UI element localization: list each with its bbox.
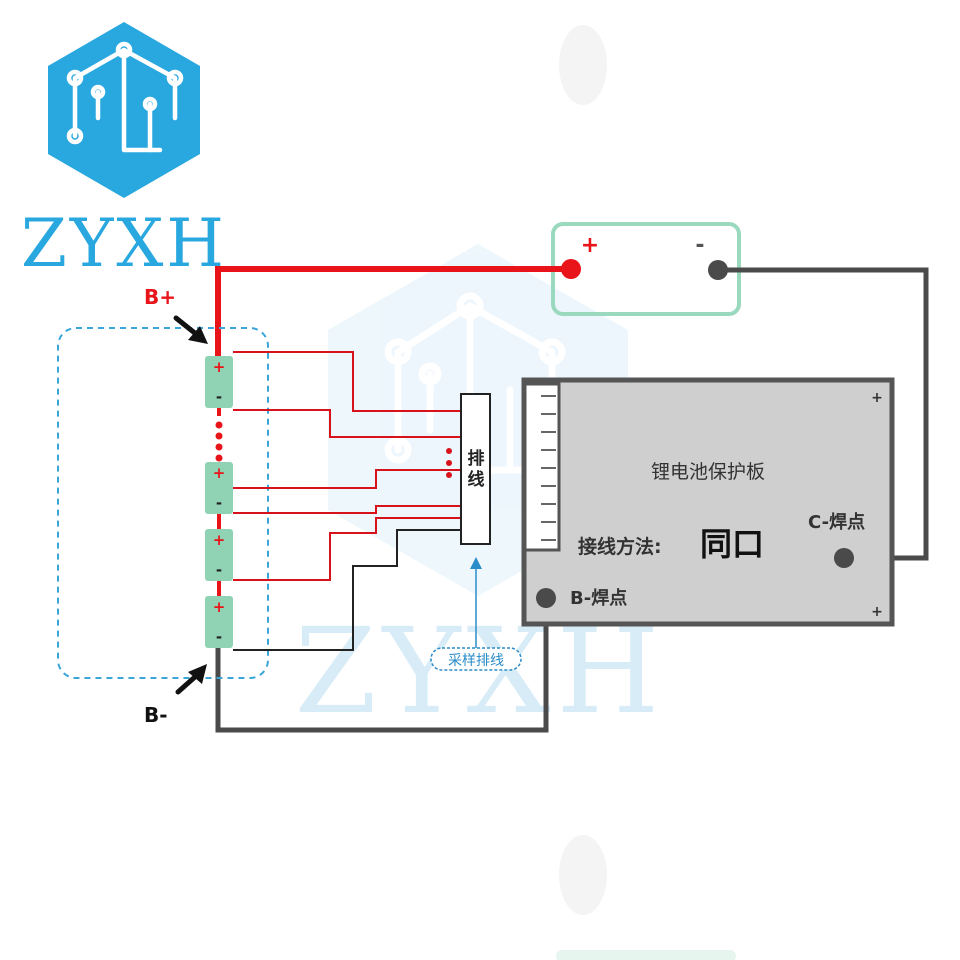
svg-text:-: - <box>216 388 222 406</box>
sense-wires <box>233 351 461 651</box>
cell-ellipsis-dots <box>215 421 223 462</box>
b-minus-wire <box>215 598 549 733</box>
b-plus-label: B+ <box>144 285 176 309</box>
board-screw-bottom: + <box>871 604 883 620</box>
svg-text:+: + <box>213 464 226 482</box>
connector-label-1: 排 <box>468 448 485 469</box>
svg-text:-: - <box>216 628 222 646</box>
b-minus-label: B- <box>144 703 168 727</box>
board-title: 锂电池保护板 <box>651 461 765 483</box>
decor-strip <box>556 950 736 960</box>
svg-text:-: - <box>216 561 222 579</box>
b-plus-arrow <box>173 315 208 344</box>
c-minus-pad <box>834 548 854 568</box>
decor-blob <box>559 25 607 105</box>
b-minus-pad <box>536 588 556 608</box>
svg-text:+: + <box>213 358 226 376</box>
battery-cell: + - <box>205 529 233 581</box>
battery-pack-outline <box>57 327 269 679</box>
battery-cell: + - <box>205 596 233 648</box>
load-negative-terminal <box>708 260 728 280</box>
svg-text:+: + <box>213 531 226 549</box>
sense-ellipsis-dots <box>446 448 452 478</box>
svg-text:+: + <box>213 598 226 616</box>
battery-cell: + - <box>205 462 233 514</box>
decor-blob <box>559 835 607 915</box>
socket-pins <box>541 395 556 541</box>
logo-text: ZYXH <box>21 205 227 282</box>
b-minus-pad-label: B-焊点 <box>570 587 627 609</box>
sampling-cable-badge <box>430 647 522 671</box>
load-positive-terminal <box>561 259 581 279</box>
company-logo <box>48 22 200 198</box>
wiring-method-value: 同口 <box>700 525 764 563</box>
load-minus-label: - <box>695 233 704 258</box>
protection-board <box>521 377 895 627</box>
sampling-cable-label: 采样排线 <box>448 653 504 669</box>
wiring-method-label: 接线方法: <box>578 535 662 558</box>
svg-text:-: - <box>216 494 222 512</box>
sampling-cable-arrow <box>470 557 482 648</box>
board-screw-top: + <box>871 390 883 406</box>
c-minus-pad-label: C-焊点 <box>808 511 865 533</box>
sense-connector <box>460 393 491 545</box>
positive-main-wire <box>215 266 571 360</box>
connector-label-2: 线 <box>468 469 485 490</box>
battery-cell: + - <box>205 356 233 408</box>
load-plus-label: + <box>581 233 599 258</box>
b-minus-arrow <box>175 664 207 695</box>
